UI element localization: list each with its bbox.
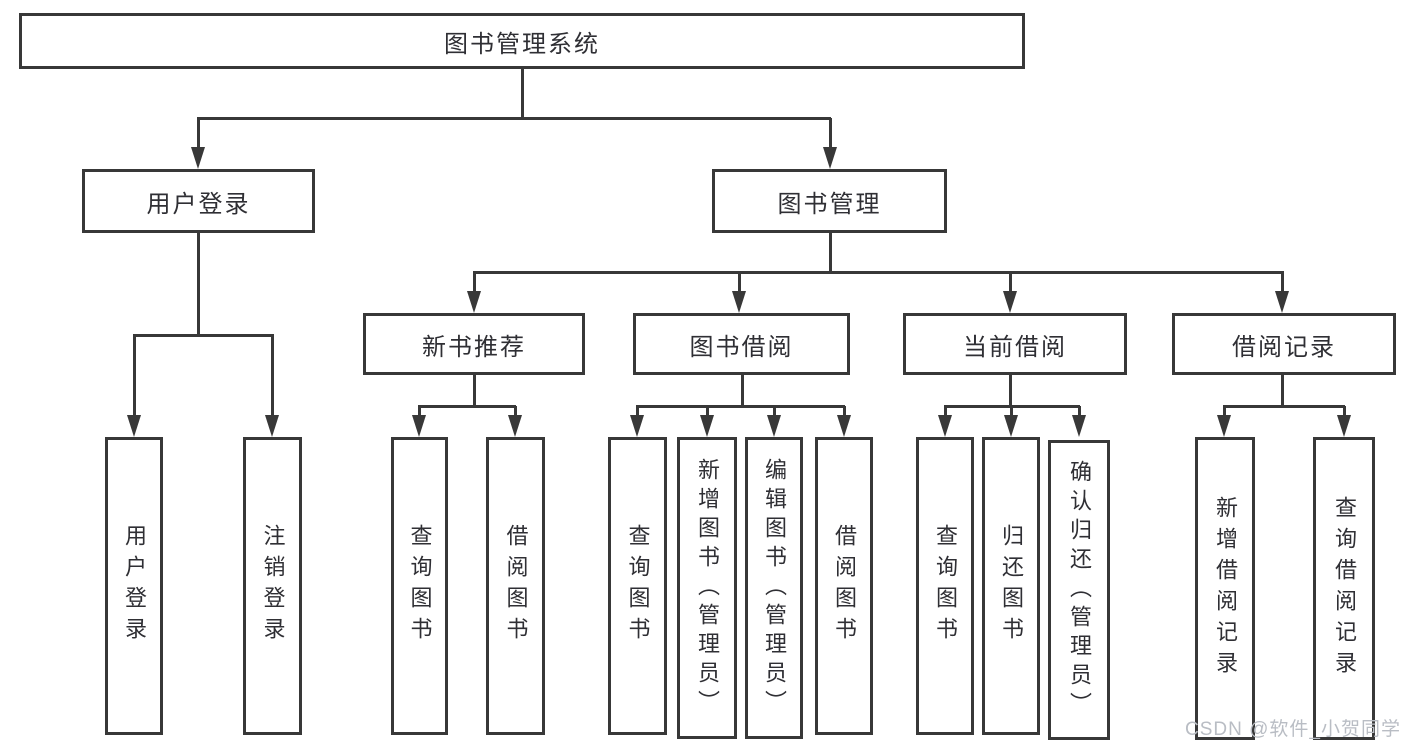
arrowhead-down-icon — [191, 147, 205, 169]
connector-new-book-stem — [473, 375, 476, 406]
node-borrow-records-label: 借阅记录 — [1232, 333, 1336, 361]
node-book-borrow: 图书借阅 — [633, 313, 850, 375]
connector-stem — [133, 335, 136, 419]
node-book-management-label: 图书管理 — [777, 190, 882, 218]
arrowhead-down-icon — [700, 415, 714, 437]
leaf-logout-label: 注销登录 — [260, 524, 286, 648]
connector-borrow-records-bus — [1223, 405, 1345, 408]
leaf-query-book-1: 查询图书 — [391, 437, 448, 735]
connector-stem — [473, 272, 476, 293]
arrowhead-down-icon — [1003, 291, 1017, 313]
leaf-query-borrow-record-label: 查询借阅记录 — [1332, 495, 1357, 682]
connector-new-book-bus — [418, 405, 516, 408]
connector-book-borrow-stem — [741, 375, 744, 406]
leaf-edit-book-admin: 编辑图书（管理员） — [745, 437, 803, 739]
connector-stem — [514, 406, 517, 417]
node-root-label: 图书管理系统 — [444, 30, 600, 58]
connector-user-login-bus — [133, 334, 274, 337]
connector-level3-bus — [473, 271, 1284, 274]
node-user-login-label: 用户登录 — [146, 190, 251, 218]
leaf-add-borrow-record: 新增借阅记录 — [1195, 437, 1255, 740]
arrowhead-down-icon — [127, 415, 141, 437]
leaf-borrow-book-2: 借阅图书 — [815, 437, 873, 735]
connector-stem — [1010, 406, 1013, 417]
arrowhead-down-icon — [732, 291, 746, 313]
leaf-query-borrow-record: 查询借阅记录 — [1313, 437, 1375, 740]
connector-stem — [738, 272, 741, 293]
connector-stem — [636, 406, 639, 417]
leaf-query-book-2: 查询图书 — [608, 437, 667, 735]
connector-stem — [829, 118, 832, 151]
arrowhead-down-icon — [508, 415, 522, 437]
connector-user-login-stem — [197, 233, 200, 335]
connector-stem — [773, 406, 776, 417]
arrowhead-down-icon — [265, 415, 279, 437]
connector-stem — [843, 406, 846, 417]
arrowhead-down-icon — [467, 291, 481, 313]
arrowhead-down-icon — [823, 147, 837, 169]
leaf-query-book-2-label: 查询图书 — [625, 524, 651, 648]
arrowhead-down-icon — [938, 415, 952, 437]
connector-stem — [944, 406, 947, 417]
node-book-management: 图书管理 — [712, 169, 947, 233]
leaf-edit-book-admin-label: 编辑图书（管理员） — [762, 457, 787, 719]
leaf-user-login-label: 用户登录 — [122, 524, 147, 648]
connector-book-mgmt-stem — [829, 233, 832, 272]
connector-book-borrow-bus — [636, 405, 845, 408]
leaf-query-book-3: 查询图书 — [916, 437, 974, 735]
connector-stem — [1223, 406, 1226, 417]
leaf-add-borrow-record-label: 新增借阅记录 — [1213, 495, 1238, 682]
connector-stem — [1078, 406, 1081, 417]
leaf-confirm-return-admin: 确认归还（管理员） — [1048, 440, 1110, 740]
leaf-add-book-admin-label: 新增图书（管理员） — [695, 457, 720, 719]
arrowhead-down-icon — [837, 415, 851, 437]
leaf-borrow-book-1: 借阅图书 — [486, 437, 545, 735]
node-book-borrow-label: 图书借阅 — [689, 333, 794, 361]
leaf-query-book-1-label: 查询图书 — [407, 524, 433, 648]
node-borrow-records: 借阅记录 — [1172, 313, 1396, 375]
connector-stem — [418, 406, 421, 417]
arrowhead-down-icon — [1275, 291, 1289, 313]
node-current-borrow: 当前借阅 — [903, 313, 1127, 375]
arrowhead-down-icon — [1337, 415, 1351, 437]
leaf-confirm-return-admin-label: 确认归还（管理员） — [1067, 459, 1092, 721]
node-new-book-recommend: 新书推荐 — [363, 313, 585, 375]
leaf-return-book: 归还图书 — [982, 437, 1040, 735]
arrowhead-down-icon — [1004, 415, 1018, 437]
connector-current-borrow-stem — [1009, 375, 1012, 406]
node-current-borrow-label: 当前借阅 — [963, 333, 1067, 361]
arrowhead-down-icon — [767, 415, 781, 437]
watermark: CSDN @软件_小贺同学 — [1185, 719, 1401, 740]
connector-borrow-records-stem — [1281, 375, 1284, 406]
leaf-borrow-book-1-label: 借阅图书 — [503, 524, 529, 648]
connector-stem — [1343, 406, 1346, 417]
leaf-query-book-3-label: 查询图书 — [933, 524, 958, 648]
connector-stem — [197, 118, 200, 151]
leaf-return-book-label: 归还图书 — [999, 524, 1024, 648]
node-new-book-recommend-label: 新书推荐 — [422, 333, 526, 361]
leaf-logout: 注销登录 — [243, 437, 302, 735]
connector-stem — [271, 335, 274, 419]
connector-root-stem — [521, 69, 524, 118]
leaf-borrow-book-2-label: 借阅图书 — [832, 524, 857, 648]
connector-stem — [1009, 272, 1012, 293]
arrowhead-down-icon — [412, 415, 426, 437]
connector-stem — [1281, 272, 1284, 293]
node-user-login: 用户登录 — [82, 169, 315, 233]
leaf-add-book-admin: 新增图书（管理员） — [677, 437, 737, 739]
arrowhead-down-icon — [630, 415, 644, 437]
connector-level2-bus — [197, 117, 831, 120]
arrowhead-down-icon — [1072, 415, 1086, 437]
node-root: 图书管理系统 — [19, 13, 1025, 69]
connector-stem — [706, 406, 709, 417]
leaf-user-login: 用户登录 — [105, 437, 163, 735]
arrowhead-down-icon — [1217, 415, 1231, 437]
